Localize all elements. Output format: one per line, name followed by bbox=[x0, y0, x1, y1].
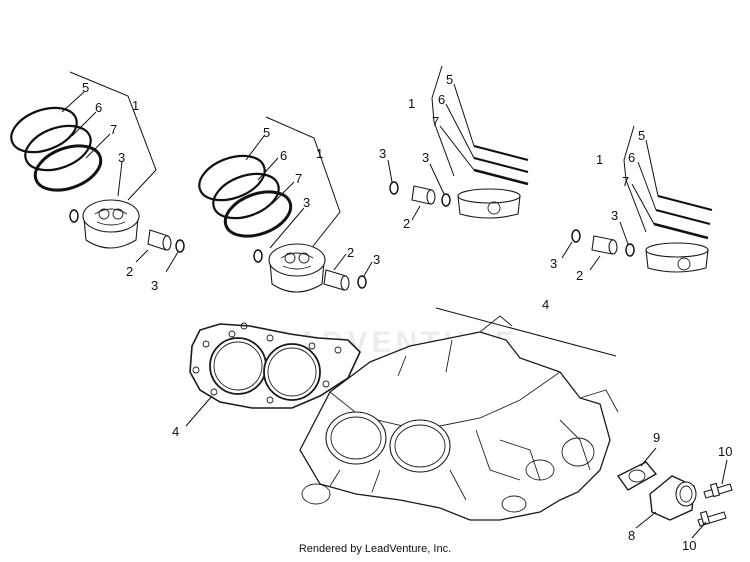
callout-3: 3 bbox=[379, 146, 386, 161]
callout-2: 2 bbox=[126, 264, 133, 279]
piston-4 bbox=[645, 242, 709, 273]
circlip-3b bbox=[441, 193, 451, 207]
callout-7: 7 bbox=[432, 114, 439, 129]
piston-2 bbox=[268, 243, 326, 293]
callout-1: 1 bbox=[408, 96, 415, 111]
piston-assembly-2: 1 5 6 7 3 2 3 bbox=[198, 116, 380, 293]
callout-10-top: 10 bbox=[718, 444, 732, 459]
compression-ring-second-2 bbox=[212, 172, 280, 220]
callout-3: 3 bbox=[550, 256, 557, 271]
callout-3: 3 bbox=[151, 278, 158, 293]
piston-assembly-3: 1 5 6 7 3 3 2 bbox=[379, 65, 529, 231]
callout-4-block: 4 bbox=[542, 297, 549, 312]
callout-3: 3 bbox=[422, 150, 429, 165]
circlip-4a bbox=[571, 229, 581, 243]
callout-3: 3 bbox=[373, 252, 380, 267]
circlip-4b bbox=[625, 243, 635, 257]
bracket-2 bbox=[265, 116, 341, 251]
callout-5: 5 bbox=[263, 125, 270, 140]
compression-ring-second-1 bbox=[24, 124, 92, 172]
circlip-1b bbox=[175, 239, 185, 253]
cover-8 bbox=[649, 475, 697, 521]
callout-5: 5 bbox=[446, 72, 453, 87]
callout-6: 6 bbox=[280, 148, 287, 163]
oil-ring-2 bbox=[223, 190, 293, 238]
callout-8: 8 bbox=[628, 528, 635, 543]
callout-9: 9 bbox=[653, 430, 660, 445]
piston-3 bbox=[457, 188, 521, 219]
bracket-3 bbox=[431, 65, 455, 177]
wrist-pin-4 bbox=[591, 235, 618, 255]
bolt-10-top bbox=[703, 482, 733, 499]
callout-7: 7 bbox=[110, 122, 117, 137]
compression-ring-second-3 bbox=[473, 157, 529, 173]
callout-6: 6 bbox=[438, 92, 445, 107]
callout-3: 3 bbox=[118, 150, 125, 165]
callout-1: 1 bbox=[132, 98, 139, 113]
callout-1: 1 bbox=[596, 152, 603, 167]
callout-5: 5 bbox=[82, 80, 89, 95]
credit-text: Rendered by LeadVenture, Inc. bbox=[298, 543, 452, 555]
wrist-pin-3 bbox=[411, 185, 436, 205]
callout-10-bottom: 10 bbox=[682, 538, 696, 553]
circlip-1a bbox=[69, 209, 79, 223]
compression-ring-top-2 bbox=[198, 154, 266, 202]
bracket-1 bbox=[69, 71, 157, 201]
oil-ring-4 bbox=[653, 222, 709, 240]
o-ring-9 bbox=[616, 461, 658, 491]
callout-2: 2 bbox=[576, 268, 583, 283]
circlip-2a bbox=[253, 249, 263, 263]
callout-6: 6 bbox=[95, 100, 102, 115]
callout-3: 3 bbox=[303, 195, 310, 210]
head-gasket bbox=[189, 322, 361, 409]
wrist-pin-2 bbox=[323, 269, 350, 291]
callout-5: 5 bbox=[638, 128, 645, 143]
callout-6: 6 bbox=[628, 150, 635, 165]
callout-7: 7 bbox=[295, 171, 302, 186]
bolt-10-bottom bbox=[697, 510, 727, 527]
compression-ring-top-4 bbox=[657, 195, 713, 211]
callout-3: 3 bbox=[611, 208, 618, 223]
piston-1 bbox=[82, 199, 140, 249]
callout-1: 1 bbox=[316, 146, 323, 161]
callout-2: 2 bbox=[347, 245, 354, 260]
crankcase-block bbox=[299, 315, 619, 521]
compression-ring-second-4 bbox=[655, 209, 711, 225]
circlip-3a bbox=[389, 181, 399, 195]
oil-ring-1 bbox=[33, 144, 103, 192]
wrist-pin-1 bbox=[147, 229, 172, 251]
compression-ring-top-3 bbox=[473, 145, 529, 161]
callout-7: 7 bbox=[622, 174, 629, 189]
circlip-2b bbox=[357, 275, 367, 289]
bracket-4 bbox=[623, 125, 647, 233]
piston-assembly-4: 1 5 6 7 3 3 2 bbox=[550, 125, 713, 283]
callout-2: 2 bbox=[403, 216, 410, 231]
oil-ring-3 bbox=[473, 168, 529, 186]
callout-4-gasket: 4 bbox=[172, 424, 179, 439]
block-leader-line bbox=[435, 307, 617, 357]
piston-assembly-1: 1 5 6 7 3 2 3 bbox=[10, 71, 185, 293]
compression-ring-top-1 bbox=[10, 106, 78, 154]
